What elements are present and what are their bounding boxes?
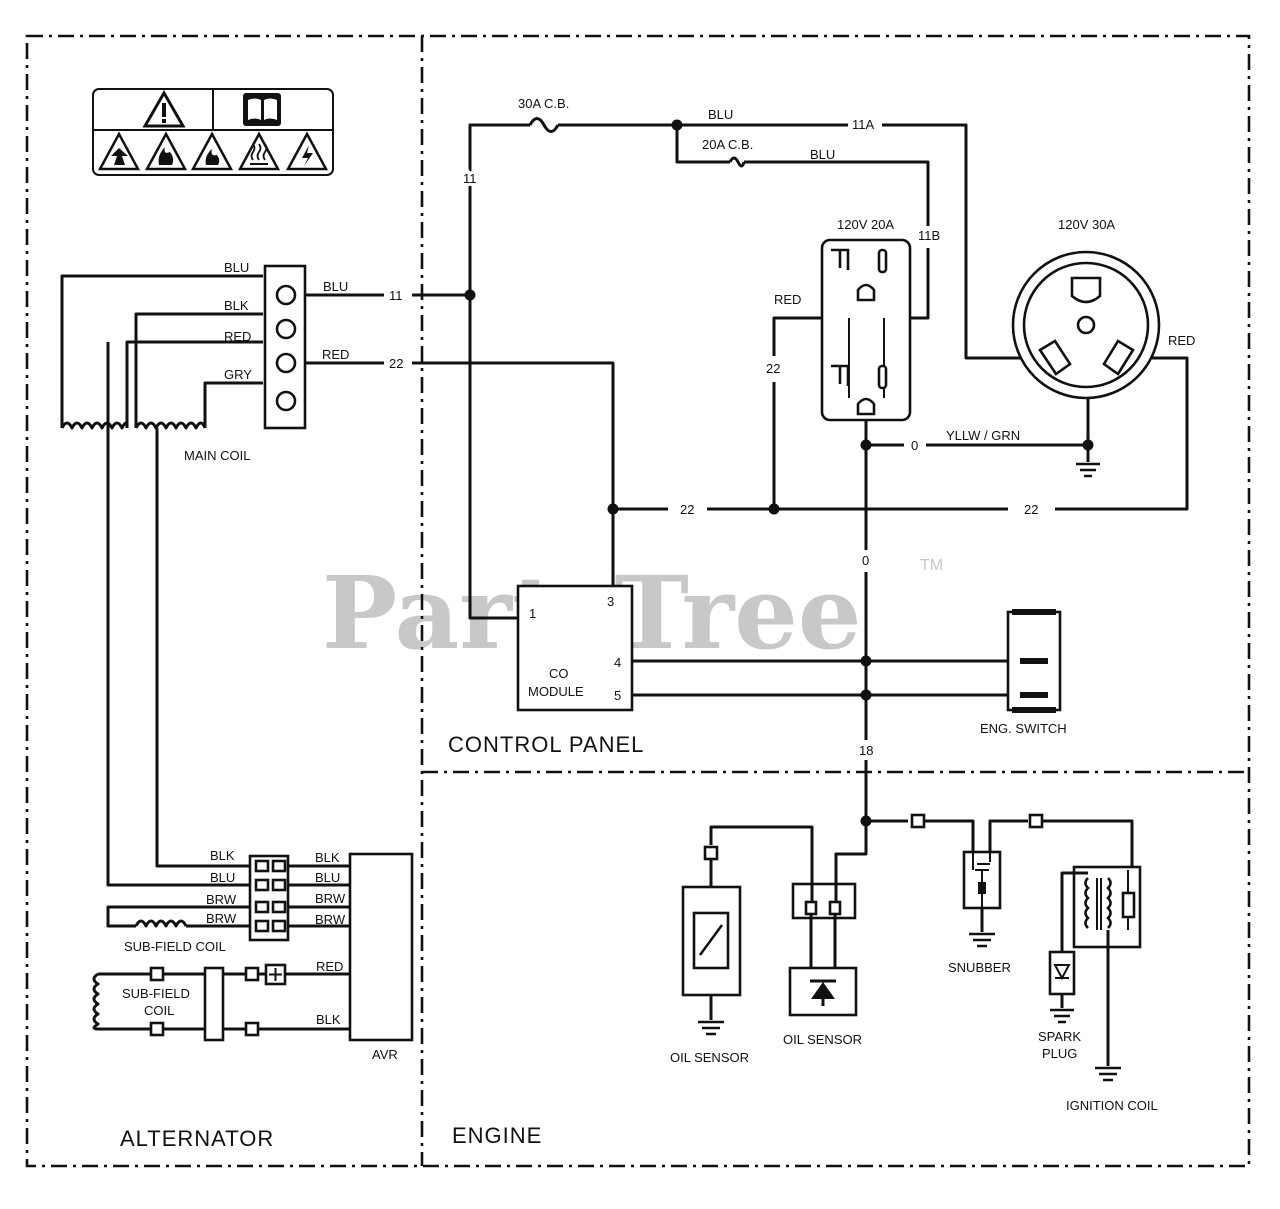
wire-label-yllw-grn: YLLW / GRN: [946, 428, 1020, 443]
outlet-20a: [820, 238, 912, 422]
oil-sensor-1-label: OIL SENSOR: [670, 1050, 749, 1065]
outlet-20a-label: 120V 20A: [837, 217, 894, 232]
breaker-30a-label: 30A C.B.: [518, 96, 569, 111]
avr-right-brw1: BRW: [315, 891, 346, 906]
co-module-label-2: MODULE: [528, 684, 584, 699]
wire-label-blu-top: BLU: [708, 107, 733, 122]
co-module-label-1: CO: [549, 666, 569, 681]
hot-surface-icon: [237, 131, 281, 171]
oil-sensor-2-label: OIL SENSOR: [783, 1032, 862, 1047]
avr-right-blk: BLK: [315, 850, 340, 865]
warning-triangle-icon: [142, 89, 186, 128]
warning-label: [92, 88, 334, 176]
wire-label-main-gry: GRY: [224, 367, 252, 382]
wire-label-11b: 11B: [918, 228, 940, 243]
eng-switch[interactable]: [1006, 609, 1062, 713]
electric-shock-icon: [285, 131, 329, 171]
avr-left-brw1: BRW: [206, 892, 237, 907]
avr-label: AVR: [372, 1047, 398, 1062]
wire-label-11-vertical: 11: [463, 171, 477, 186]
avr-red: RED: [316, 959, 343, 974]
manual-book-icon: [243, 93, 281, 126]
wire-label-main-red: RED: [224, 329, 251, 344]
avr-right-brw2: BRW: [315, 912, 346, 927]
wire-label-0-h: 0: [911, 438, 918, 453]
wire-label-term-red: RED: [322, 347, 349, 362]
co-module: [516, 584, 634, 712]
wire-label-22-h: 22: [389, 356, 403, 371]
avr-left-blu: BLU: [210, 870, 235, 885]
co-module-pin-3: 3: [607, 594, 614, 609]
outlet-30a-label: 120V 30A: [1058, 217, 1115, 232]
avr-left-blk: BLK: [210, 848, 235, 863]
wire-label-11-h: 11: [389, 288, 403, 303]
wire-label-main-blu: BLU: [224, 260, 249, 275]
co-module-pin-5: 5: [614, 688, 621, 703]
outlet-30a: [1011, 250, 1161, 400]
sub-field-coil2-label-1: SUB-FIELD: [122, 986, 190, 1001]
co-module-pin-1: 1: [529, 606, 536, 621]
wire-label-term-blu: BLU: [323, 279, 348, 294]
eng-switch-label: ENG. SWITCH: [980, 721, 1067, 736]
wire-label-18: 18: [859, 743, 873, 758]
main-coil: [60, 264, 307, 430]
section-borders: [25, 34, 1251, 1168]
sub-field-coil-2: [92, 963, 350, 1042]
watermark-tm: TM: [920, 557, 943, 574]
wire-label-22-v: 22: [766, 361, 780, 376]
control-panel-wires: [298, 117, 1189, 821]
co-module-pin-4: 4: [614, 655, 621, 670]
alternator-title: ALTERNATOR: [120, 1126, 274, 1151]
spark-plug-label-1: SPARK: [1038, 1029, 1081, 1044]
engine-title: ENGINE: [452, 1123, 542, 1148]
control-panel-title: CONTROL PANEL: [448, 732, 644, 757]
sub-field-coil2-label-2: COIL: [144, 1003, 174, 1018]
avr-wiring: [106, 342, 414, 1042]
avr-right-blu: BLU: [315, 870, 340, 885]
main-coil-label: MAIN COIL: [184, 448, 250, 463]
wire-label-bus-22-right: 22: [1024, 502, 1038, 517]
snubber-label: SNUBBER: [948, 960, 1011, 975]
avr-left-brw2: BRW: [206, 911, 237, 926]
sub-field-coil-label: SUB-FIELD COIL: [124, 939, 226, 954]
breaker-20a-label: 20A C.B.: [702, 137, 753, 152]
ground-symbol: [1076, 462, 1100, 478]
wire-label-11a: 11A: [852, 117, 874, 132]
explosion-hazard-icon: [97, 131, 141, 171]
ignition-coil-label: IGNITION COIL: [1066, 1098, 1158, 1113]
wire-label-0-v: 0: [862, 553, 869, 568]
wire-label-main-blk: BLK: [224, 298, 249, 313]
wire-label-outlet30-red: RED: [1168, 333, 1195, 348]
wire-label-outlet-red: RED: [774, 292, 801, 307]
flammable-hazard-icon: [190, 131, 234, 171]
engine-wiring: [681, 813, 1142, 1082]
wire-label-blu-20a: BLU: [810, 147, 835, 162]
fire-hazard-icon: [144, 131, 188, 171]
spark-plug-label-2: PLUG: [1042, 1046, 1077, 1061]
wire-label-bus-22-left: 22: [680, 502, 694, 517]
avr-blk: BLK: [316, 1012, 341, 1027]
